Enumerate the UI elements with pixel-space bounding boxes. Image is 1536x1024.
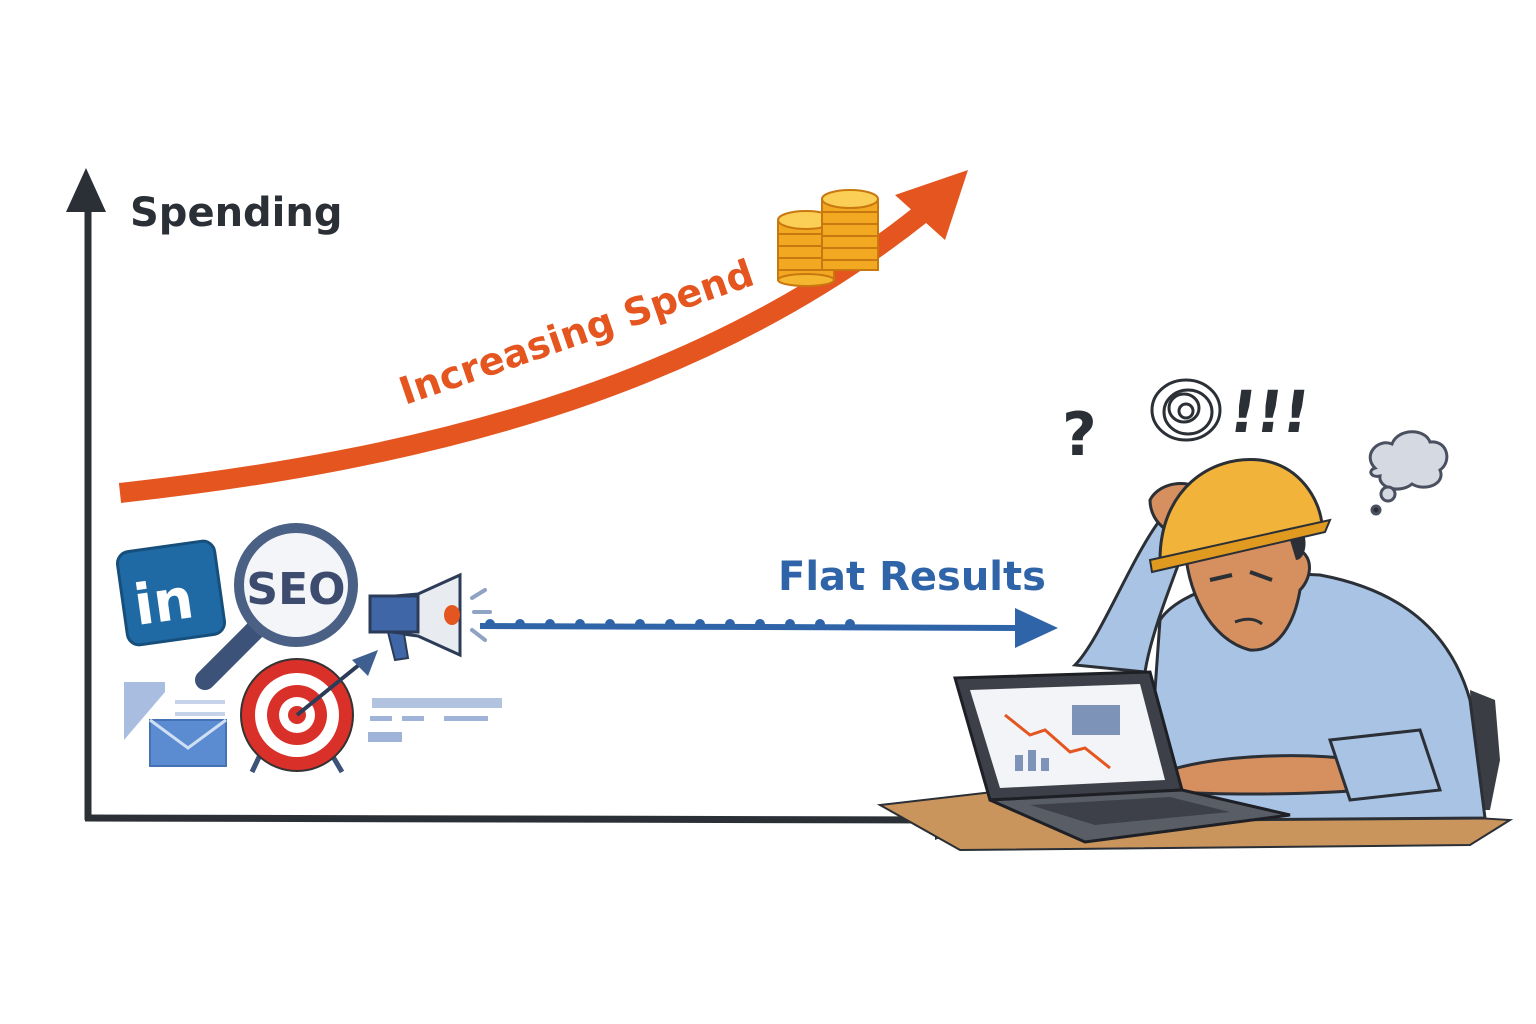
target-icon	[240, 650, 378, 774]
laptop-screen	[970, 684, 1165, 788]
laptop	[953, 670, 1291, 844]
exclamation-marks: !!!	[1225, 378, 1314, 446]
y-axis	[66, 168, 106, 820]
flat-results-line	[479, 608, 1058, 648]
spend-arrowhead-icon	[895, 170, 968, 240]
thought-cloud-icon	[1368, 430, 1449, 516]
flat-results-label: Flat Results	[778, 554, 1046, 600]
x-axis	[84, 800, 982, 840]
linkedin-icon: in	[115, 539, 227, 647]
megaphone-icon	[368, 572, 492, 662]
svg-text:in: in	[130, 566, 198, 639]
results-arrowhead-icon	[1015, 608, 1058, 648]
y-axis-arrowhead-icon	[66, 168, 106, 212]
hard-hat-icon	[1158, 458, 1324, 567]
email-icon	[124, 682, 227, 767]
report-lines-icon	[368, 698, 502, 742]
svg-text:SEO: SEO	[246, 564, 345, 615]
declining-chart-icon	[1004, 713, 1111, 770]
coin-stack-icon	[777, 189, 879, 287]
scribble-icon	[1150, 378, 1222, 442]
y-axis-label: Spending	[130, 190, 343, 236]
seo-magnifier-icon: SEO	[195, 523, 358, 690]
question-mark: ?	[1062, 400, 1097, 470]
worried-worker	[1071, 458, 1487, 822]
